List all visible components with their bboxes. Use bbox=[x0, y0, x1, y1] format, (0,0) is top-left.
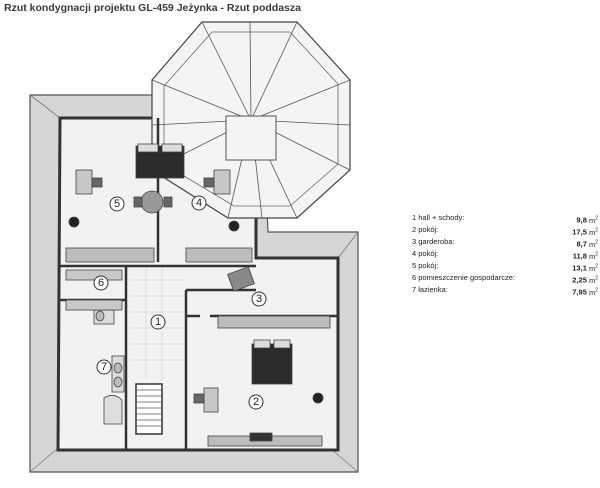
room-numbers: 1 2 3 4 5 6 7 bbox=[93, 195, 267, 410]
legend-value: 2,25 bbox=[572, 275, 587, 285]
legend-label: 5 pokój: bbox=[412, 261, 439, 270]
legend-unit: m bbox=[588, 227, 596, 237]
legend-unit: m bbox=[588, 239, 596, 249]
legend-label: 3 garderoba: bbox=[412, 237, 455, 246]
svg-text:3: 3 bbox=[256, 293, 262, 305]
room-number-6: 6 bbox=[93, 275, 109, 291]
legend-row: 5 pokój: 13,1 m2 bbox=[412, 260, 598, 273]
legend-value: 7,95 bbox=[572, 287, 587, 297]
legend-value: 8,7 bbox=[576, 239, 587, 249]
legend-label: 4 pokój: bbox=[412, 249, 439, 258]
legend-row: 6 pomieszczenie gospodarcze: 2,25 m2 bbox=[412, 272, 598, 285]
furniture bbox=[65, 143, 331, 447]
legend-row: 1 hall + schody: 9,8 m2 bbox=[412, 212, 598, 225]
legend-row: 4 pokój: 11,8 m2 bbox=[412, 248, 598, 261]
room-number-3: 3 bbox=[251, 291, 267, 307]
legend-value: 17,5 bbox=[572, 227, 587, 237]
legend-label: 1 hall + schody: bbox=[412, 213, 465, 222]
room-number-5: 5 bbox=[109, 196, 125, 212]
room-number-2: 2 bbox=[248, 394, 264, 410]
svg-text:4: 4 bbox=[196, 197, 202, 209]
legend-unit-sup: 2 bbox=[595, 215, 598, 221]
svg-text:5: 5 bbox=[114, 198, 120, 210]
svg-text:1: 1 bbox=[155, 316, 161, 328]
legend-row: 3 garderoba: 8,7 m2 bbox=[412, 236, 598, 249]
legend-unit-sup: 2 bbox=[595, 239, 598, 245]
legend-unit: m bbox=[588, 263, 596, 273]
room-number-4: 4 bbox=[191, 195, 207, 211]
legend-label: 7 łazienka: bbox=[412, 285, 448, 294]
legend-unit-sup: 2 bbox=[595, 287, 598, 293]
legend-unit: m bbox=[588, 275, 596, 285]
legend-value: 9,8 bbox=[576, 215, 587, 225]
svg-text:6: 6 bbox=[98, 277, 104, 289]
legend-unit: m bbox=[588, 251, 596, 261]
legend-unit-sup: 2 bbox=[595, 251, 598, 257]
legend-value: 11,8 bbox=[572, 251, 587, 261]
room-number-1: 1 bbox=[150, 314, 166, 330]
legend-value: 13,1 bbox=[572, 263, 587, 273]
legend-unit-sup: 2 bbox=[595, 227, 598, 233]
legend-row: 2 pokój: 17,5 m2 bbox=[412, 224, 598, 237]
plan-title: Rzut kondygnacji projektu GL-459 Jeżynka… bbox=[4, 2, 301, 14]
legend-label: 6 pomieszczenie gospodarcze: bbox=[412, 273, 515, 282]
tower-roof bbox=[151, 21, 351, 219]
legend-unit-sup: 2 bbox=[595, 263, 598, 269]
area-legend: 1 hall + schody:9,8 m2 2 pokój:17,5 m2 3… bbox=[412, 212, 598, 297]
legend-unit: m bbox=[588, 215, 596, 225]
room-number-7: 7 bbox=[96, 359, 112, 375]
legend-unit: m bbox=[588, 287, 596, 297]
legend-unit-sup: 2 bbox=[595, 275, 598, 281]
legend-label: 2 pokój: bbox=[412, 225, 439, 234]
svg-text:7: 7 bbox=[101, 361, 107, 373]
legend-row: 7 łazienka: 7,95 m2 bbox=[412, 284, 598, 297]
svg-text:2: 2 bbox=[253, 396, 259, 408]
